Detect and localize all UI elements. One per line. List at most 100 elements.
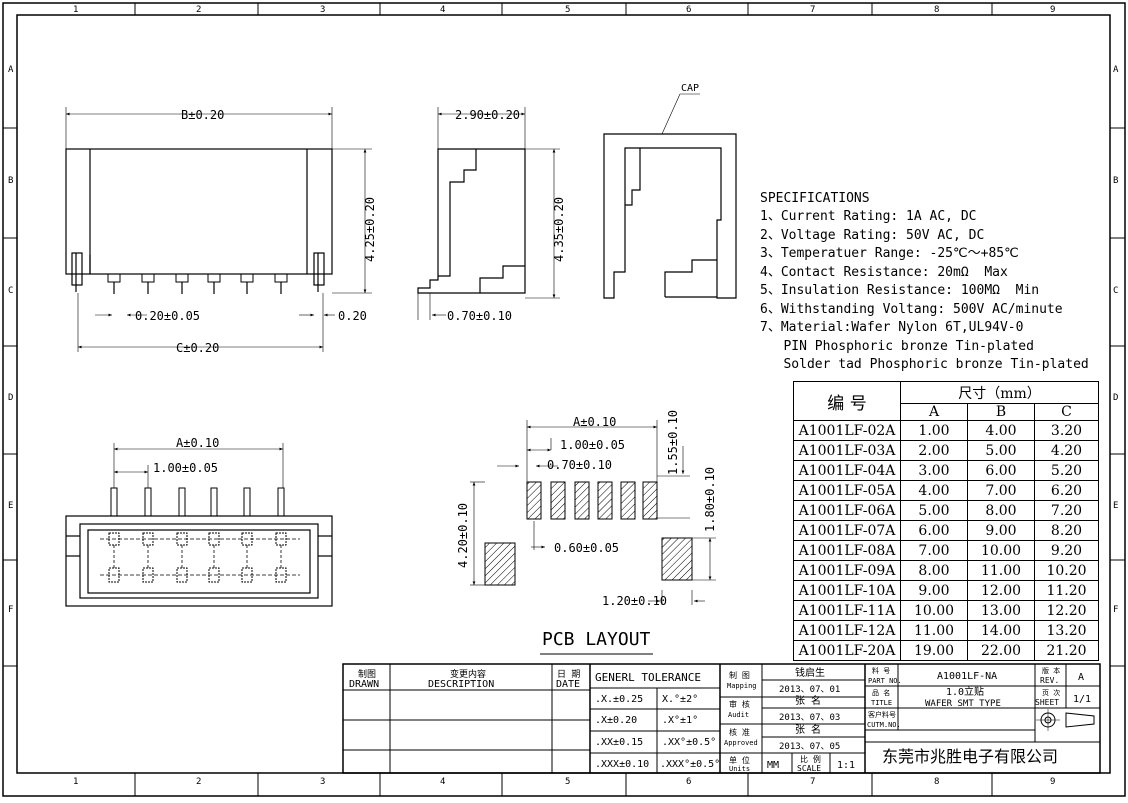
zone-col-7: 7	[810, 5, 815, 15]
dim-b-cell: 5.00	[967, 440, 1035, 461]
side-dim-bottom: 0.70±0.10	[447, 309, 512, 323]
part-no-cell: A1001LF-06A	[793, 500, 901, 521]
pcb-layout	[470, 420, 716, 655]
dim-a-cell: 9.00	[900, 580, 968, 601]
zone-row-A: A	[8, 65, 14, 75]
dim-a-cell: 5.00	[900, 500, 968, 521]
front-dim-pin: 0.20±0.05	[135, 309, 200, 323]
zone-col-8: 8	[934, 777, 939, 787]
pcb-dim-total-h: 4.20±0.10	[456, 503, 470, 568]
spec-line-9: Solder tad Phosphoric bronze Tin-plated	[760, 357, 1089, 372]
zone-row-B: B	[8, 176, 13, 186]
zone-col-8: 8	[934, 5, 939, 15]
mapping-name: 钱启生	[795, 666, 825, 679]
zone-col-9: 9	[1050, 5, 1055, 15]
drawn-cn: 制图	[358, 668, 376, 680]
spec-line-7: 7、Material:Wafer Nylon 6T,UL94V-0	[760, 320, 1024, 335]
dim-b-cell: 12.00	[967, 580, 1035, 601]
title-cn: 品 名	[872, 688, 890, 697]
dim-c-cell: 12.20	[1034, 600, 1099, 621]
front-dim-height: 4.25±0.20	[363, 197, 377, 262]
dim-a-cell: 11.00	[900, 620, 968, 641]
partno-val: A1001LF-NA	[937, 671, 997, 682]
audit-cn: 审 核	[729, 699, 750, 709]
part-no-cell: A1001LF-12A	[793, 620, 901, 641]
company-name: 东莞市兆胜电子有限公司	[882, 747, 1058, 766]
front-dim-top: B±0.20	[181, 108, 224, 122]
spec-heading: SPECIFICATIONS	[760, 191, 870, 206]
dim-b-cell: 10.00	[967, 540, 1035, 561]
scale-cn: 比 例	[800, 754, 821, 764]
zone-col-1: 1	[73, 777, 78, 787]
dim-a-cell: 1.00	[900, 420, 968, 441]
pcb-dim-gap: 0.60±0.05	[554, 541, 619, 555]
tolerance-title: GENERL TOLERANCE	[595, 671, 701, 684]
part-no-cell: A1001LF-07A	[793, 520, 901, 541]
dim-a-cell: 3.00	[900, 460, 968, 481]
dim-c-cell: 3.20	[1034, 420, 1099, 441]
part-no-cell: A1001LF-09A	[793, 560, 901, 581]
zone-col-9: 9	[1050, 777, 1055, 787]
pcb-dim-pad-h: 1.55±0.10	[666, 410, 680, 475]
pcb-layout-title: PCB LAYOUT	[542, 629, 651, 650]
side-view	[417, 107, 560, 320]
front-dim-tab: 0.20	[338, 309, 367, 323]
zone-col-5: 5	[565, 5, 570, 15]
dim-c-cell: 11.20	[1034, 580, 1099, 601]
front-dim-bottom: C±0.20	[176, 341, 219, 355]
zone-row-D: D	[1113, 393, 1118, 403]
zone-row-C: C	[1113, 286, 1118, 296]
part-no-cell: A1001LF-20A	[793, 640, 901, 661]
dim-c-cell: 10.20	[1034, 560, 1099, 581]
dim-b-cell: 8.00	[967, 500, 1035, 521]
zone-row-E: E	[1113, 501, 1118, 511]
dim-a-cell: 7.00	[900, 540, 968, 561]
side-dim-height: 4.35±0.20	[552, 197, 566, 262]
tol-r2-c2: .X°±1°	[662, 715, 698, 726]
zone-col-4: 4	[440, 5, 445, 15]
units-val: MM	[767, 760, 779, 771]
section-view	[603, 93, 737, 299]
table-sub-b: B	[967, 403, 1035, 421]
audit-name: 张 名	[795, 694, 821, 707]
side-dim-top: 2.90±0.20	[455, 108, 520, 122]
spec-line-3: 3、Temperatuer Range: -25℃～+85℃	[760, 246, 1019, 261]
date-en: DATE	[556, 679, 580, 690]
partno-cn: 料 号	[872, 666, 890, 675]
zone-col-6: 6	[686, 5, 691, 15]
part-no-cell: A1001LF-11A	[793, 600, 901, 621]
front-view	[65, 107, 372, 352]
tol-r1-c1: .X.±0.25	[595, 694, 643, 705]
date-cn: 日 期	[557, 669, 580, 680]
units-cn: 单 位	[729, 755, 750, 765]
dim-b-cell: 7.00	[967, 480, 1035, 501]
approved-cn: 核 准	[729, 727, 750, 737]
dim-c-cell: 6.20	[1034, 480, 1099, 501]
mapping-en: Mapping	[727, 682, 757, 690]
dim-c-cell: 13.20	[1034, 620, 1099, 641]
zone-col-4: 4	[440, 777, 445, 787]
approved-date: 2013、07、05	[779, 742, 840, 752]
approved-en: Approved	[724, 739, 758, 747]
spec-line-1: 1、Current Rating: 1A AC, DC	[760, 209, 977, 224]
top-dim-a: A±0.10	[176, 436, 219, 450]
dim-a-cell: 10.00	[900, 600, 968, 621]
pcb-dim-a: A±0.10	[573, 415, 616, 429]
dim-b-cell: 13.00	[967, 600, 1035, 621]
zone-row-F: F	[1113, 605, 1118, 615]
spec-line-6: 6、Withstanding Voltang: 500V AC/minute	[760, 301, 1063, 317]
dim-c-cell: 4.20	[1034, 440, 1099, 461]
top-dim-pitch: 1.00±0.05	[153, 461, 218, 475]
zone-col-1: 1	[73, 5, 78, 15]
cust-cn: 客户料号	[868, 710, 896, 719]
title-val-2: WAFER SMT TYPE	[925, 699, 1001, 709]
